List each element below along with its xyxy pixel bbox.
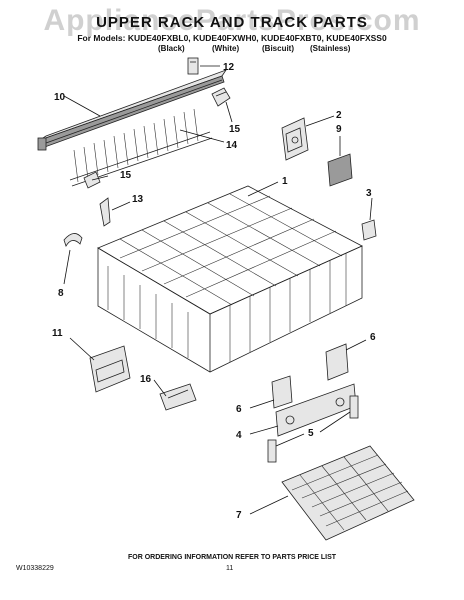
finish-black: (Black) — [158, 44, 185, 53]
page-number: 11 — [226, 565, 234, 572]
callout-2: 2 — [336, 110, 342, 121]
tine-clip-lower — [83, 171, 109, 189]
callout-15-upper: 15 — [229, 124, 241, 135]
callout-6-right: 6 — [370, 332, 376, 343]
callout-4: 4 — [236, 430, 242, 441]
page-title: UPPER RACK AND TRACK PARTS — [96, 14, 368, 31]
callout-7: 7 — [236, 510, 242, 521]
finish-stainless: (Stainless) — [310, 44, 351, 53]
callout-16: 16 — [140, 374, 152, 385]
ordering-note: FOR ORDERING INFORMATION REFER TO PARTS … — [127, 554, 337, 561]
callout-10: 10 — [54, 92, 66, 103]
track-rail — [37, 69, 228, 151]
finish-white: (White) — [212, 44, 240, 53]
track-adjuster-assembly — [249, 383, 357, 437]
finish-biscuit: (Biscuit) — [262, 44, 294, 53]
adjuster-housing — [281, 115, 335, 161]
callout-9: 9 — [336, 124, 342, 135]
rack-latch — [99, 197, 131, 227]
callout-11: 11 — [52, 328, 63, 339]
track-stop-clip — [187, 57, 220, 75]
model-list: For Models: KUDE40FXBL0, KUDE40FXWH0, KU… — [77, 33, 387, 43]
rack-wheel-right — [319, 395, 359, 433]
upper-rack-basket — [97, 181, 363, 373]
tine-clip-upper — [211, 87, 233, 123]
callout-1: 1 — [282, 176, 288, 187]
callout-13: 13 — [132, 194, 144, 205]
callout-3: 3 — [366, 188, 372, 199]
adjuster-right — [325, 339, 367, 381]
tine-clip-assembly — [153, 379, 197, 411]
callout-14: 14 — [226, 140, 238, 151]
callout-6-left: 6 — [236, 404, 242, 415]
adjuster-cover — [327, 136, 353, 187]
positioner-clip — [63, 233, 83, 285]
rack-wheel-left — [267, 433, 305, 463]
utensil-basket — [69, 337, 131, 393]
callout-15-lower: 15 — [120, 170, 132, 181]
rack-stop-clip — [361, 197, 377, 241]
callout-8: 8 — [58, 288, 64, 299]
document-number: W10338229 — [16, 565, 54, 572]
folding-tine-row — [69, 108, 225, 187]
adjuster-left — [249, 375, 293, 409]
callout-12: 12 — [223, 62, 235, 73]
callout-5: 5 — [308, 428, 314, 439]
fold-down-tine-rack — [249, 445, 415, 541]
